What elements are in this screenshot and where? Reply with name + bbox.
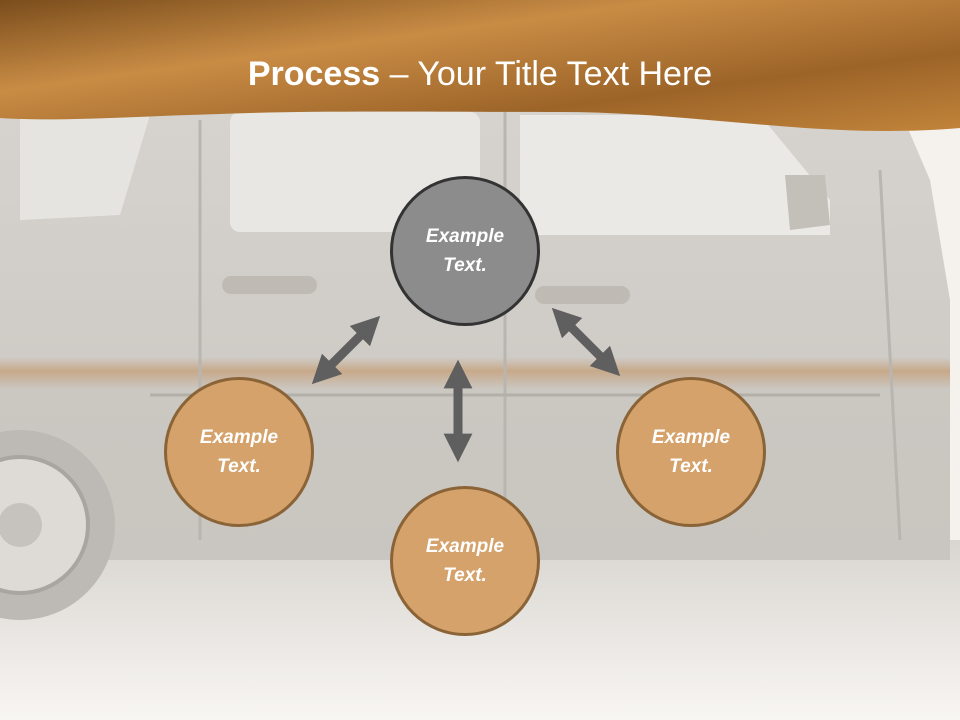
page-title: Process – Your Title Text Here: [0, 52, 960, 96]
process-node-right[interactable]: Example Text.: [616, 377, 766, 527]
process-node-bottom[interactable]: Example Text.: [390, 486, 540, 636]
title-banner: [0, 0, 960, 131]
title-bold: Process: [247, 55, 381, 93]
title-rest: – Your Title Text Here: [380, 55, 713, 93]
arrow-center-left: [311, 315, 381, 385]
arrow-center-right: [551, 307, 621, 377]
process-node-center[interactable]: Example Text.: [390, 176, 540, 326]
process-node-left[interactable]: Example Text.: [164, 377, 314, 527]
